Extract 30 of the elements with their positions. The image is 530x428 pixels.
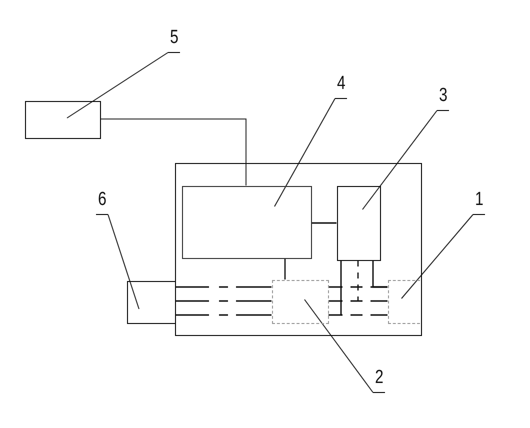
housing-frame	[175, 163, 422, 336]
dash-dot-line	[176, 300, 272, 302]
component-box	[336, 186, 380, 260]
dash-dot-line	[176, 314, 272, 316]
leader-line	[108, 214, 140, 310]
dash-dot-line	[328, 314, 388, 316]
connecting-line	[100, 118, 246, 186]
connecting-line	[284, 258, 286, 280]
callout-number: 6	[96, 191, 108, 215]
dashed-component-box	[388, 280, 420, 324]
component-box	[182, 186, 312, 258]
connecting-line	[340, 260, 342, 315]
callout-number: 4	[335, 75, 347, 99]
callout-number: 3	[437, 87, 449, 111]
component-box	[127, 281, 176, 324]
dash-dot-line	[176, 286, 272, 288]
dash-dot-line	[328, 300, 388, 302]
callout-number: 2	[373, 369, 385, 393]
dash-dot-line	[328, 286, 388, 288]
connecting-line	[312, 222, 336, 224]
callout-number: 5	[168, 29, 180, 53]
leader-line	[362, 110, 438, 210]
dashed-component-box	[272, 280, 328, 324]
leader-line	[401, 214, 474, 299]
dashed-line	[357, 260, 359, 301]
leader-line	[66, 52, 168, 118]
leader-line	[304, 299, 374, 393]
leader-line	[274, 98, 336, 207]
callout-number: 1	[473, 191, 485, 215]
component-box	[25, 101, 101, 139]
